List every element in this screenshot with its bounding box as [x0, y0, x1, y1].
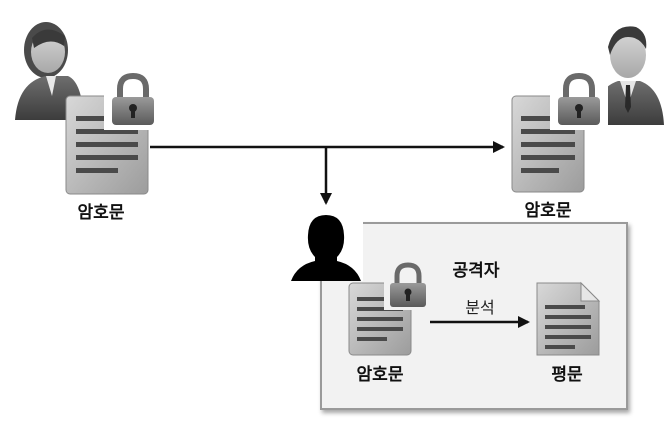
person-man-icon — [592, 26, 664, 125]
attacker-padlock-icon — [384, 262, 432, 310]
receiver-ciphertext-label: 암호문 — [524, 201, 572, 221]
attacker-ciphertext-label: 암호문 — [356, 365, 404, 385]
plaintext-label: 평문 — [551, 365, 583, 385]
sender-padlock-icon — [104, 72, 162, 130]
sender-ciphertext-label: 암호문 — [77, 203, 125, 223]
analysis-label: 분석 — [465, 298, 495, 317]
attacker-title: 공격자 — [452, 261, 500, 281]
receiver-padlock-icon — [550, 72, 608, 130]
silhouette-icon — [289, 209, 363, 281]
plaintext-document-icon — [536, 281, 601, 356]
